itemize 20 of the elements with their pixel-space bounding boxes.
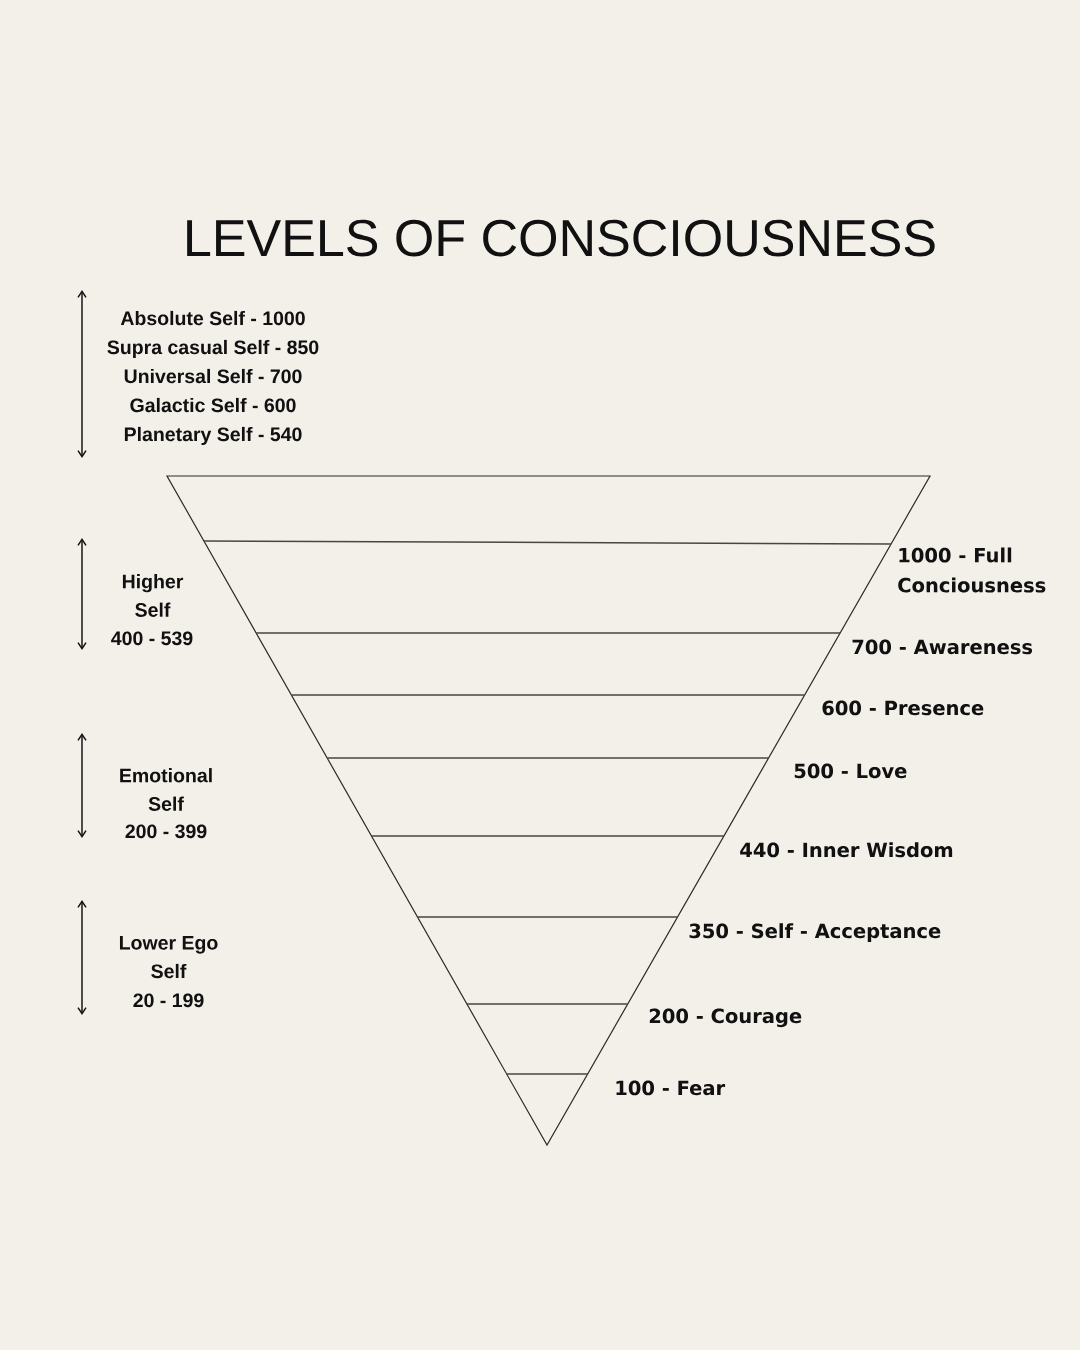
level-label: Galactic Self - 600	[130, 397, 296, 413]
level-label: 350 - Self - Acceptance	[689, 923, 941, 943]
level-label: Universal Self - 700	[124, 368, 302, 384]
level-label: 440 - Inner Wisdom	[740, 842, 953, 858]
level-label: Supra casual Self - 850	[107, 339, 319, 359]
group-label: Higher Self	[122, 574, 184, 617]
level-label: Planetary Self - 540	[124, 426, 302, 446]
level-label: Absolute Self - 1000	[120, 310, 305, 326]
level-label: 1000 - Full Conciousness	[898, 547, 1046, 593]
level-label: 100 - Fear	[616, 1080, 726, 1096]
level-label: 600 - Presence	[822, 700, 984, 716]
title: LEVELS OF CONSCIOUSNESS	[187, 219, 935, 257]
group-label: Emotional Self	[120, 768, 212, 811]
level-label: 200 - Courage	[649, 1008, 802, 1028]
range-label: 400 - 539	[111, 631, 193, 646]
range-label: 20 - 199	[133, 993, 204, 1008]
level-label: 500 - Love	[794, 763, 907, 779]
range-label: 200 - 399	[125, 824, 207, 839]
level-label: 700 - Awareness	[852, 639, 1033, 655]
group-label: Lower Ego Self	[120, 936, 218, 979]
